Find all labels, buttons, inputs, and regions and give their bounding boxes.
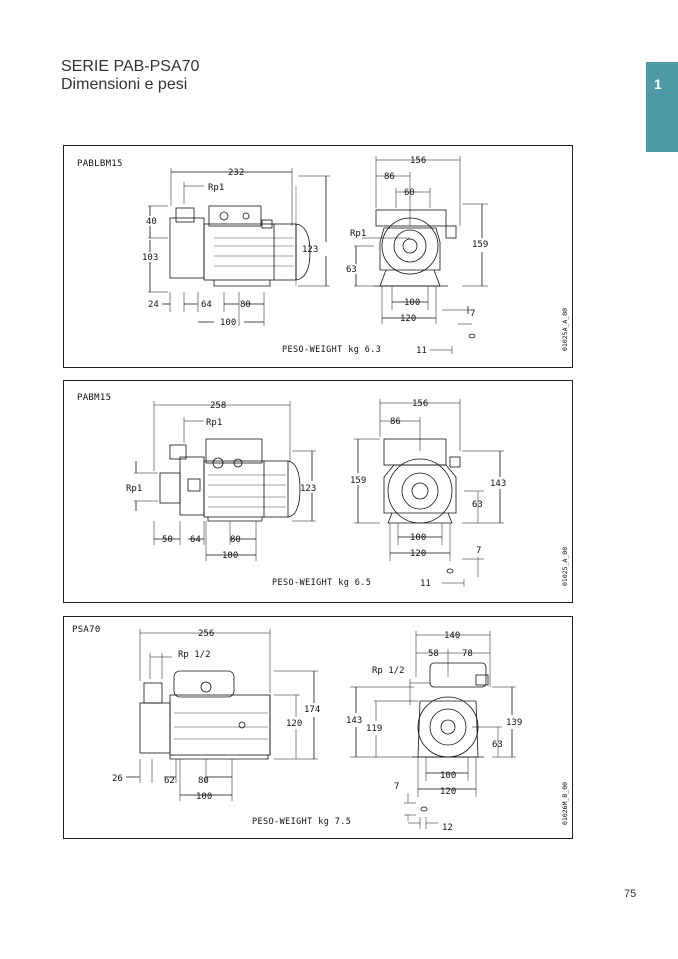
dim-label: 232 [228,168,244,178]
drawing-panel-pablbm15: PABLBM15 PESO-WEIGHT kg 6.3 01025A_A_00 [63,145,573,368]
weight-label: PESO-WEIGHT kg 6.3 [282,345,382,355]
dim-label: 40 [146,217,157,227]
dim-label: 174 [304,705,320,715]
dim-label: Rp1 [350,229,366,239]
dim-label: 7 [476,546,481,556]
dim-label: 63 [492,740,503,750]
dim-label: 100 [196,792,212,802]
dim-label: 120 [440,787,456,797]
dim-label: 50 [162,535,173,545]
dim-label: Rp1 [206,418,222,428]
dim-label: 156 [412,399,428,409]
dim-label: 123 [300,484,316,494]
dim-label: 80 [230,535,241,545]
weight-label: PESO-WEIGHT kg 6.5 [272,578,372,588]
dim-label: 100 [440,771,456,781]
chapter-tab: 1 [646,62,678,152]
dim-label: 11 [420,579,431,589]
dim-label: 64 [190,535,201,545]
terminal-box [173,670,235,698]
dim-label: 24 [148,300,159,310]
model-name: PSA70 [72,625,101,635]
dim-label: 100 [404,298,420,308]
dim-label: Rp 1/2 [178,650,211,660]
pump-inlet [143,682,163,704]
pump-inlet [159,472,181,504]
dim-label: 159 [350,476,366,486]
dim-label: 256 [198,629,214,639]
page-subtitle: Dimensioni e pesi [61,76,188,93]
dim-label: 156 [410,156,426,166]
technical-drawing: 256 Rp 1/2 174 120 26 62 80 100 140 58 7… [112,629,522,833]
motor-body [169,694,271,756]
dim-label: 143 [490,479,506,489]
drawing-panel-pabm15: PABM15 PESO-WEIGHT kg 6.5 01025_A_00 [63,380,573,603]
dim-label: 258 [210,401,226,411]
dim-label: 7 [470,309,475,319]
dim-label: 63 [472,500,483,510]
dim-label: Rp1 [208,183,224,193]
dim-label: 63 [346,265,357,275]
dim-label: 7 [394,782,399,792]
model-name: PABLBM15 [77,159,123,169]
dim-label: 103 [142,253,158,263]
dim-label: 78 [462,649,473,659]
motor-body [203,460,289,518]
dim-label: 159 [472,240,488,250]
dim-label: 119 [366,724,382,734]
pump-head [169,217,205,279]
front-terminal-box [383,438,447,466]
technical-drawing: 258 Rp1 Rp1 123 50 64 80 100 156 86 159 … [126,399,506,589]
dim-label: 100 [220,318,236,328]
dim-label: 26 [112,774,123,784]
dim-label: 86 [390,417,401,427]
dim-label: 120 [286,719,302,729]
dim-label: 140 [444,631,460,641]
dim-label: 120 [410,549,426,559]
front-terminal-box [375,209,447,227]
technical-drawing: 232 Rp1 40 103 123 24 64 80 100 156 86 6… [142,156,488,356]
front-motor-housing [387,458,453,524]
dim-label: 12 [442,823,453,833]
chapter-tab-label: 1 [654,76,662,92]
terminal-box [208,205,262,227]
dim-label: 143 [346,716,362,726]
dim-label: 100 [222,551,238,561]
drawing-panel-psa70: PSA70 PESO-WEIGHT kg 7.5 01026M_B_00 [63,616,573,839]
weight-label: PESO-WEIGHT kg 7.5 [252,817,352,827]
front-motor-housing [417,696,479,758]
pump-head [139,702,171,754]
dim-label: 100 [410,533,426,543]
model-name: PABM15 [77,393,112,403]
dim-label: 86 [384,172,395,182]
dim-label: 60 [404,188,415,198]
motor-body [203,223,297,281]
dim-label: 139 [506,718,522,728]
page-number: 75 [624,888,637,900]
page-title: SERIE PAB-PSA70 [61,58,200,75]
dim-label: 120 [400,314,416,324]
dim-label: 80 [240,300,251,310]
dim-label: 62 [164,776,175,786]
dim-label: 58 [428,649,439,659]
dim-label: 64 [201,300,212,310]
dim-label: 80 [198,776,209,786]
dim-label: 123 [302,245,318,255]
dim-label: 11 [416,346,427,356]
dim-label: Rp 1/2 [372,666,405,676]
dim-label: Rp1 [126,484,142,494]
